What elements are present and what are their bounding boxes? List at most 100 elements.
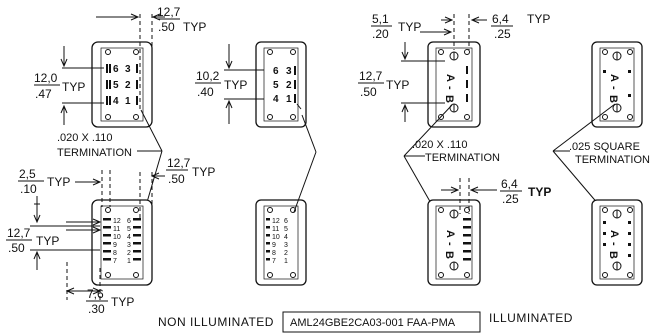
dim-left-side-suffix: TYP (36, 234, 59, 248)
dim-left-small-suffix: TYP (47, 175, 70, 189)
switch-top-view-6-pin: 6 5 4 3 2 1 (91, 41, 153, 128)
small-pin-labels-left: 12 11 10 9 8 7 (113, 218, 121, 265)
svg-text:4: 4 (127, 234, 131, 241)
svg-text:-: - (444, 86, 456, 90)
small-pin-labels-right: 6 5 4 3 2 1 (127, 218, 131, 265)
svg-text:12: 12 (272, 218, 280, 225)
svg-text:10: 10 (113, 234, 121, 241)
termination-label-2: TERMINATION (425, 152, 500, 164)
svg-text:2: 2 (284, 250, 288, 257)
termination-size-label-1: .020 X .110 (57, 132, 112, 144)
dim-left-side-in: .50 (8, 241, 25, 255)
dim-left-bottom-pitch-mm: 12,7 (167, 156, 191, 170)
dim-left-bottom-pitch-in: .50 (168, 172, 185, 186)
dim-left-base-in: .30 (88, 302, 105, 316)
dim-row-spacing-mm: 12,0 (34, 71, 58, 85)
pin-label-5: 5 (113, 80, 119, 91)
label-a: A (444, 74, 456, 82)
dim-row-spacing2-in: .40 (197, 85, 214, 99)
pin-label-4: 4 (113, 96, 119, 107)
dim-left-base-mm: 7,6 (87, 287, 104, 301)
dim-ill-top-suffix: TYP (398, 20, 421, 34)
illuminated-switch-top: A - B (427, 41, 481, 128)
svg-text:A: A (608, 230, 620, 238)
svg-text:1: 1 (284, 258, 288, 265)
caption-non-illuminated: NON ILLUMINATED (158, 315, 274, 329)
svg-text:1: 1 (286, 94, 292, 105)
pin-label-1: 1 (125, 96, 131, 107)
dim-left-side-mm: 12,7 (7, 226, 31, 240)
svg-text:-: - (608, 242, 620, 246)
svg-text:10: 10 (272, 234, 280, 241)
dim-ill-right-in: .25 (494, 27, 511, 41)
svg-text:6: 6 (273, 66, 279, 77)
dim-ill-bottom-suffix: TYP (528, 185, 551, 199)
svg-text:4: 4 (284, 234, 288, 241)
dim-row-spacing2-mm: 10,2 (196, 69, 220, 83)
illuminated-switch-bottom: A - B (427, 199, 481, 286)
svg-text:-: - (608, 86, 620, 90)
svg-text:8: 8 (113, 250, 117, 257)
dim-top-pitch-suffix: TYP (183, 20, 206, 34)
dim-ill-right-suffix: TYP (527, 12, 550, 26)
termination-size-label-2: .020 X .110 (412, 139, 467, 151)
label-b: B (443, 95, 455, 103)
termination-size-label-3: .025 SQUARE (569, 141, 640, 153)
part-number-box (282, 311, 481, 333)
dim-ill-side-suffix: TYP (386, 78, 409, 92)
dim-left-small-mm: 2,5 (19, 167, 36, 181)
svg-text:3: 3 (127, 242, 131, 249)
svg-text:3: 3 (286, 66, 292, 77)
svg-text:8: 8 (272, 250, 276, 257)
dim-ill-top-in: .20 (372, 27, 389, 41)
dim-ill-side-in: .50 (360, 85, 377, 99)
svg-text:11: 11 (272, 226, 279, 233)
dim-row-spacing-in: .47 (35, 87, 52, 101)
dim-ill-right-mm: 6,4 (492, 12, 509, 26)
svg-text:A: A (608, 74, 620, 82)
svg-text:7: 7 (272, 258, 276, 265)
svg-text:B: B (607, 95, 619, 103)
svg-text:1: 1 (127, 258, 131, 265)
svg-text:3: 3 (284, 242, 288, 249)
svg-text:2: 2 (286, 80, 292, 91)
svg-text:6: 6 (284, 218, 288, 225)
svg-text:5: 5 (127, 226, 131, 233)
dim-left-bottom-pitch-suffix: TYP (192, 165, 215, 179)
pin-label-2: 2 (125, 80, 131, 91)
svg-text:5: 5 (273, 80, 279, 91)
svg-text:6: 6 (127, 218, 131, 225)
switch-top-view-6-pin-2: 6 5 4 3 2 1 (255, 41, 307, 128)
dim-top-pitch-in: .50 (158, 20, 175, 34)
dim-row-spacing2-suffix: TYP (224, 78, 247, 92)
switch-top-view-12-pin: 12 11 10 9 8 7 6 5 4 3 2 1 (91, 199, 153, 286)
svg-text:-: - (444, 242, 456, 246)
caption-illuminated: ILLUMINATED (489, 311, 573, 325)
svg-text:7: 7 (113, 258, 117, 265)
dim-ill-top-mm: 5,1 (372, 12, 389, 26)
switch-top-view-12-pin-2: 12 11 10 9 8 7 6 5 4 3 2 1 (255, 199, 307, 286)
dim-row-spacing-suffix: TYP (62, 80, 85, 94)
svg-text:9: 9 (113, 242, 117, 249)
svg-text:9: 9 (272, 242, 276, 249)
svg-text:4: 4 (273, 94, 279, 105)
termination-label-3: TERMINATION (575, 154, 650, 166)
termination-label-1: TERMINATION (57, 147, 132, 159)
illuminated-switch-top-2: A - B (591, 41, 643, 128)
dim-ill-bottom-mm: 6,4 (501, 177, 518, 191)
svg-text:A: A (444, 230, 456, 238)
dim-ill-side-mm: 12,7 (359, 69, 383, 83)
dim-left-base-suffix: TYP (111, 295, 134, 309)
illuminated-switch-bottom-2: A - B (591, 199, 643, 286)
svg-text:5: 5 (284, 226, 288, 233)
svg-text:B: B (607, 251, 619, 259)
dim-ill-bottom-in: .25 (502, 192, 519, 206)
dim-top-pitch-mm: 12,7 (157, 5, 181, 19)
svg-text:12: 12 (113, 218, 121, 225)
svg-text:2: 2 (127, 250, 131, 257)
pin-label-3: 3 (125, 64, 131, 75)
part-number-label: AML24GBE2CA03-001 FAA-PMA (290, 317, 456, 329)
dim-left-small-in: .10 (20, 182, 37, 196)
svg-text:B: B (443, 251, 455, 259)
